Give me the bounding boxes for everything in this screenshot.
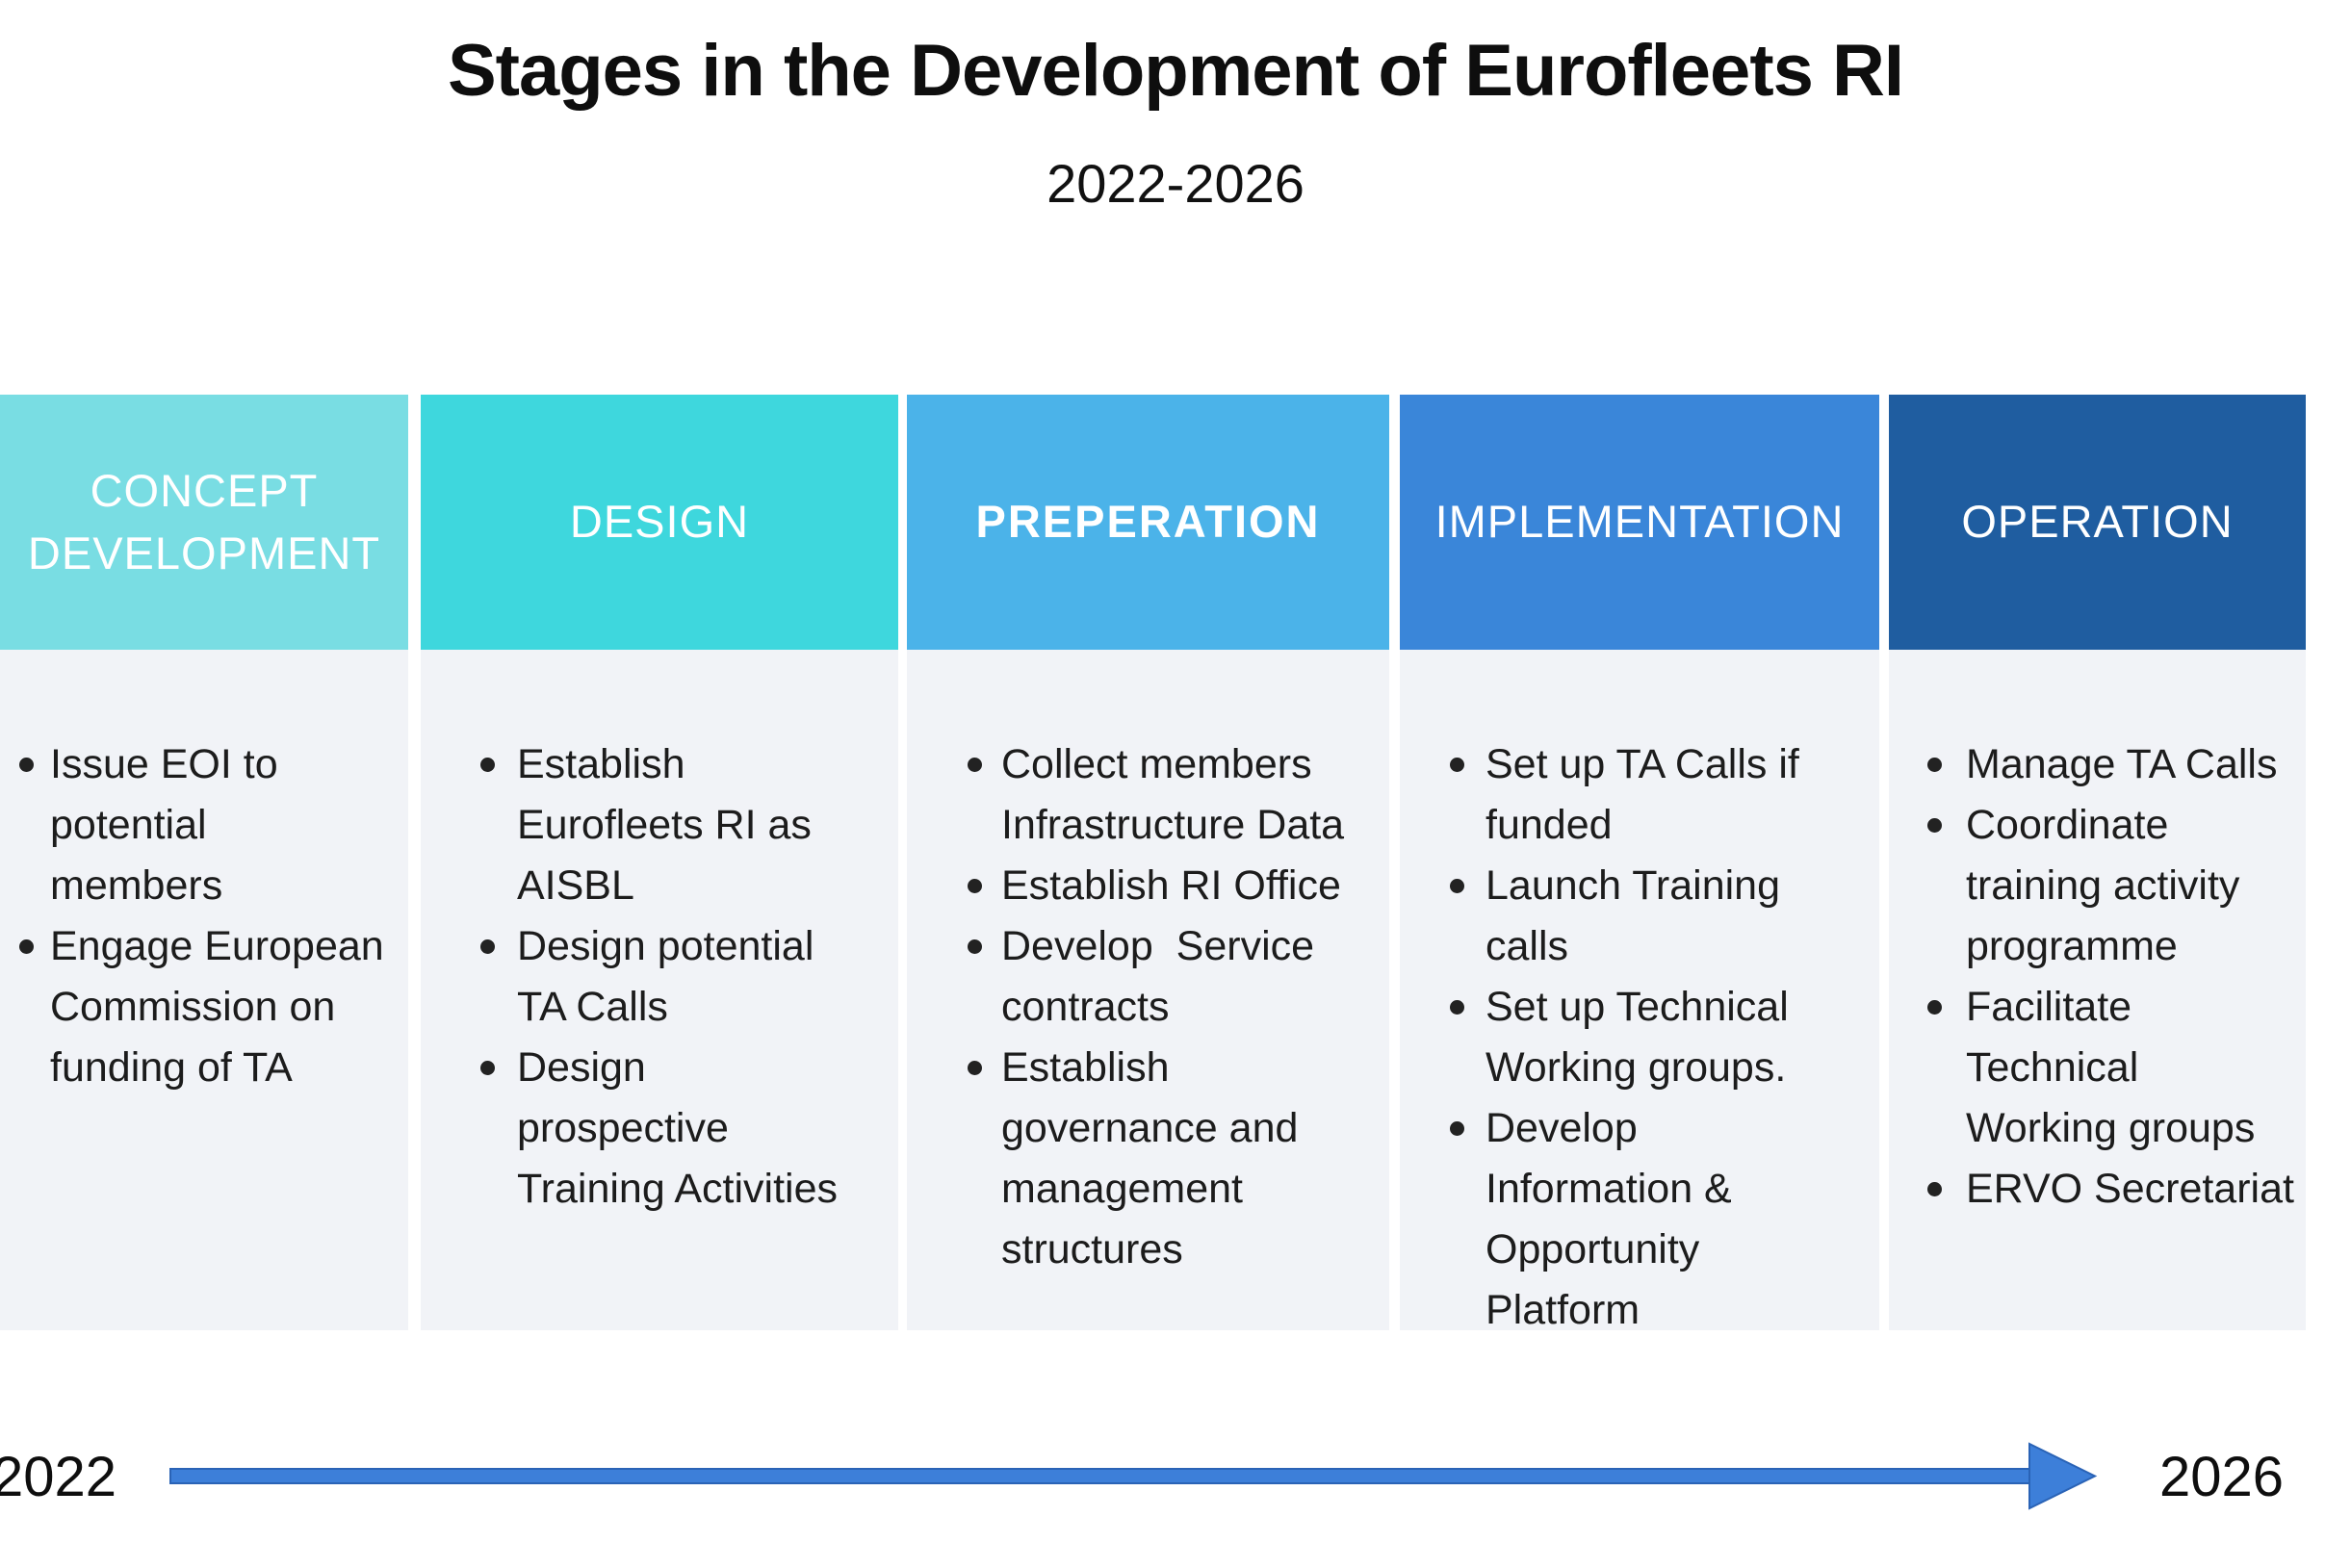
stage-header: PREPERATION — [907, 395, 1389, 702]
list-item-text: Launch Training calls — [1486, 862, 1792, 969]
list-item-text: Manage TA Calls — [1966, 741, 2278, 787]
list-item: Design potential TA Calls — [421, 916, 898, 1038]
list-item: Facilitate Technical Working groups — [1889, 977, 2306, 1159]
stage-body: Establish Eurofleets RI as AISBL Design p… — [421, 650, 898, 1330]
bullet-icon — [1450, 879, 1464, 893]
stage-header-label: OPERATION — [1961, 496, 2234, 548]
list-item-text: Establish governance and management stru… — [1001, 1044, 1310, 1272]
timeline-end-label: 2026 — [2159, 1446, 2285, 1508]
bullet-icon — [968, 879, 982, 893]
bullet-icon — [480, 1061, 495, 1075]
list-item-text: Establish Eurofleets RI as AISBL — [517, 741, 821, 909]
list-item: Coordinate training activity programme — [1889, 795, 2306, 977]
stage-header-label: IMPLEMENTATION — [1434, 496, 1845, 548]
list-item: Develop Information & Opportunity Platfo… — [1400, 1098, 1879, 1341]
stage-header-label: DESIGN — [569, 496, 750, 548]
list-item: Develop Service contracts — [907, 916, 1389, 1038]
bullet-icon — [968, 1061, 982, 1075]
list-item-text: Coordinate training activity programme — [1966, 802, 2252, 969]
list-item: Issue EOI to potential members — [0, 734, 408, 916]
list-item-text: Set up TA Calls if funded — [1486, 741, 1811, 848]
bullet-icon — [19, 758, 34, 772]
bullet-icon — [968, 939, 982, 954]
stage-column-3: PREPERATION Collect members Infrastructu… — [907, 395, 1389, 1330]
bullet-icon — [19, 939, 34, 954]
list-item: Design prospective Training Activities — [421, 1038, 898, 1220]
stage-header: DESIGN — [421, 395, 898, 702]
list-item-text: Develop Service contracts — [1001, 923, 1326, 1030]
list-item: Set up TA Calls if funded — [1400, 734, 1879, 856]
list-item-text: Collect members Infrastructure Data — [1001, 741, 1345, 848]
list-item: Establish RI Office — [907, 856, 1389, 916]
list-item-text: Facilitate Technical Working groups — [1966, 984, 2256, 1151]
stage-list: Establish Eurofleets RI as AISBL Design p… — [421, 650, 898, 1220]
bullet-icon — [1450, 1121, 1464, 1136]
list-item-text: Design prospective Training Activities — [517, 1044, 838, 1212]
list-item-text: Engage European Commission on funding of… — [50, 923, 396, 1091]
timeline-start-label: 2022 — [0, 1446, 117, 1508]
bullet-icon — [1450, 1000, 1464, 1015]
list-item-text: Establish RI Office — [1001, 862, 1341, 909]
list-item: Establish governance and management stru… — [907, 1038, 1389, 1280]
list-item-text: Set up Technical Working groups. — [1486, 984, 1800, 1091]
bullet-icon — [1927, 818, 1942, 833]
list-item-text: Issue EOI to potential members — [50, 741, 290, 909]
bullet-icon — [1450, 758, 1464, 772]
bullet-icon — [1927, 1000, 1942, 1015]
list-item-text: ERVO Secretariat — [1966, 1166, 2294, 1212]
bullet-icon — [968, 758, 982, 772]
list-item: Set up Technical Working groups. — [1400, 977, 1879, 1098]
stage-header-label: CONCEPT DEVELOPMENT — [27, 464, 381, 578]
list-item-text: Develop Information & Opportunity Platfo… — [1486, 1105, 1744, 1333]
list-item: Manage TA Calls — [1889, 734, 2306, 795]
list-item: Collect members Infrastructure Data — [907, 734, 1389, 856]
list-item: Establish Eurofleets RI as AISBL — [421, 734, 898, 916]
list-item-text: Design potential TA Calls — [517, 923, 825, 1030]
page-title: Stages in the Development of Eurofleets … — [447, 30, 1904, 112]
bullet-icon — [1927, 758, 1942, 772]
list-item: Engage European Commission on funding of… — [0, 916, 408, 1098]
stage-header: IMPLEMENTATION — [1400, 395, 1879, 702]
stage-column-1: CONCEPT DEVELOPMENT Issue EOI to potenti… — [0, 395, 408, 1330]
list-item: ERVO Secretariat — [1889, 1159, 2306, 1220]
stage-header: CONCEPT DEVELOPMENT — [0, 395, 408, 702]
page-subtitle: 2022-2026 — [1046, 153, 1305, 214]
bullet-icon — [480, 939, 495, 954]
bullet-icon — [480, 758, 495, 772]
timeline-arrow-icon — [169, 1442, 2098, 1510]
stage-header-label: PREPERATION — [975, 496, 1321, 548]
stage-column-4: IMPLEMENTATION Set up TA Calls if funded… — [1400, 395, 1879, 1333]
list-item: Launch Training calls — [1400, 856, 1879, 977]
stage-column-2: DESIGN Establish Eurofleets RI as AISBL D… — [421, 395, 898, 1330]
stage-header: OPERATION — [1889, 395, 2306, 702]
bullet-icon — [1927, 1182, 1942, 1196]
